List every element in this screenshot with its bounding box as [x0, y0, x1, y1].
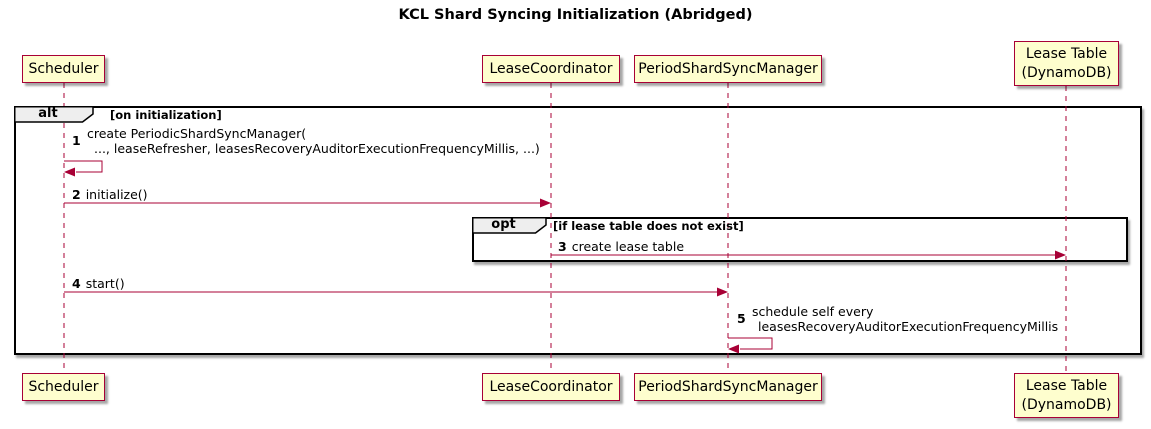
alt-frame-condition: [on initialization]	[110, 108, 222, 122]
message-5-number: 5	[737, 311, 746, 326]
participant-bottom-periodshardsyncmanager: PeriodShardSyncManager	[634, 373, 822, 401]
message-3-text: 3 create lease table	[558, 240, 684, 254]
message-1-self-arrow	[64, 160, 103, 177]
participant-top-leasetable: Lease Table (DynamoDB)	[1014, 41, 1119, 86]
message-4-text: 4 start()	[72, 277, 125, 291]
diagram-title: KCL Shard Syncing Initialization (Abridg…	[398, 7, 753, 23]
message-2-text: 2 initialize()	[72, 188, 148, 202]
participant-top-scheduler: Scheduler	[22, 55, 105, 83]
message-2-number: 2	[72, 187, 81, 202]
message-2-label: initialize()	[85, 187, 148, 202]
message-3-number: 3	[558, 239, 567, 254]
participant-label-line1: Lease Table	[1025, 378, 1108, 395]
participant-top-leasecoordinator: LeaseCoordinator	[482, 55, 620, 83]
participant-label: PeriodShardSyncManager	[638, 60, 818, 77]
alt-frame-label: alt	[38, 106, 58, 121]
message-3-label: create lease table	[571, 239, 685, 254]
alt-frame	[14, 106, 1142, 355]
participant-label: LeaseCoordinator	[489, 60, 613, 77]
opt-header-pentagon	[472, 217, 547, 234]
participant-bottom-leasecoordinator: LeaseCoordinator	[482, 373, 620, 401]
message-4-number: 4	[72, 276, 81, 291]
participant-label: Scheduler	[28, 60, 99, 77]
participant-label-line2: (DynamoDB)	[1021, 64, 1112, 81]
message-5-text-line2: leasesRecoveryAuditorExecutionFrequencyM…	[758, 319, 1059, 334]
participant-bottom-leasetable: Lease Table (DynamoDB)	[1014, 373, 1119, 418]
opt-frame	[472, 217, 1128, 262]
participant-label: PeriodShardSyncManager	[638, 378, 818, 395]
participant-label: Scheduler	[28, 378, 99, 395]
message-1-number: 1	[72, 133, 81, 148]
message-1-text-line2: ..., leaseRefresher, leasesRecoveryAudit…	[94, 141, 540, 156]
opt-frame-condition: [if lease table does not exist]	[553, 219, 744, 233]
message-2-arrow	[64, 198, 551, 208]
opt-frame-label: opt	[491, 217, 516, 232]
participant-label: LeaseCoordinator	[489, 378, 613, 395]
message-3-arrow	[551, 250, 1066, 260]
message-4-label: start()	[85, 276, 125, 291]
alt-header-pentagon	[14, 106, 94, 123]
message-5-text-line1: schedule self every	[752, 304, 874, 319]
participant-label-line2: (DynamoDB)	[1021, 396, 1112, 413]
message-4-arrow	[64, 287, 728, 297]
participant-top-periodshardsyncmanager: PeriodShardSyncManager	[634, 55, 822, 83]
participant-label-line1: Lease Table	[1025, 46, 1108, 63]
participant-bottom-scheduler: Scheduler	[22, 373, 105, 401]
message-5-self-arrow	[728, 337, 773, 354]
message-1-text-line1: create PeriodicShardSyncManager(	[87, 126, 307, 141]
